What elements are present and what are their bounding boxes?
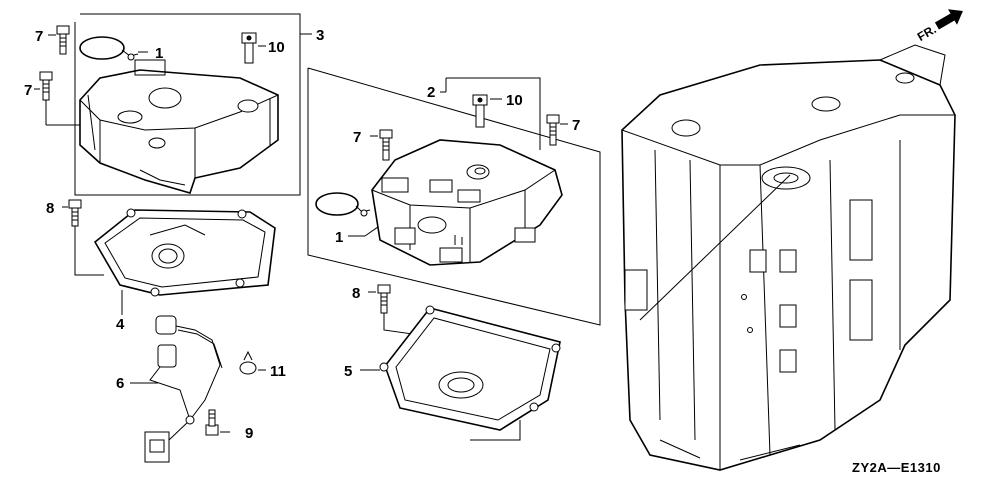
cap-1-middle bbox=[315, 192, 371, 217]
callout-7: 7 bbox=[353, 129, 361, 146]
bolt-8-left bbox=[68, 199, 82, 227]
callout-5: 5 bbox=[344, 363, 352, 380]
callout-7: 7 bbox=[35, 28, 43, 45]
cover-3 bbox=[79, 59, 279, 194]
callout-labels: 7 1 10 3 7 8 4 2 10 7 7 1 8 5 6 11 9 bbox=[24, 27, 580, 442]
cover-2 bbox=[371, 139, 563, 266]
callout-8: 8 bbox=[352, 285, 360, 302]
bolt-10-middle bbox=[472, 94, 488, 128]
clip-11 bbox=[239, 350, 257, 375]
direction-label: FR. bbox=[915, 22, 939, 44]
front-direction-arrow: FR. bbox=[915, 9, 963, 44]
bolt-7-middle-left bbox=[379, 129, 393, 161]
sensor-harness-6 bbox=[144, 315, 223, 463]
engine-block bbox=[621, 44, 956, 471]
callout-11: 11 bbox=[270, 363, 286, 380]
callout-6: 6 bbox=[116, 375, 124, 392]
callout-4: 4 bbox=[116, 316, 125, 333]
gasket-5 bbox=[379, 305, 561, 431]
callout-7: 7 bbox=[572, 117, 580, 134]
bolt-9 bbox=[205, 409, 219, 436]
cap-1-left bbox=[79, 36, 139, 61]
bolt-7-middle-right bbox=[546, 114, 560, 146]
callout-2: 2 bbox=[427, 84, 435, 101]
callout-3: 3 bbox=[316, 27, 324, 44]
left-cover-assembly bbox=[34, 13, 312, 463]
gasket-4 bbox=[93, 208, 276, 297]
bolt-8-middle bbox=[377, 284, 391, 314]
callout-7: 7 bbox=[24, 82, 32, 99]
bolt-7-top-left bbox=[56, 25, 70, 55]
callout-9: 9 bbox=[245, 425, 253, 442]
middle-cover-assembly bbox=[307, 67, 601, 441]
callout-10: 10 bbox=[506, 92, 523, 109]
callout-10: 10 bbox=[268, 39, 285, 56]
drawing-code: ZY2A—E1310 bbox=[852, 460, 941, 475]
callout-1: 1 bbox=[155, 45, 163, 62]
callout-8: 8 bbox=[46, 200, 54, 217]
bolt-7-mid-left bbox=[39, 71, 53, 101]
bolt-10-left bbox=[241, 32, 257, 64]
callout-1: 1 bbox=[335, 229, 343, 246]
